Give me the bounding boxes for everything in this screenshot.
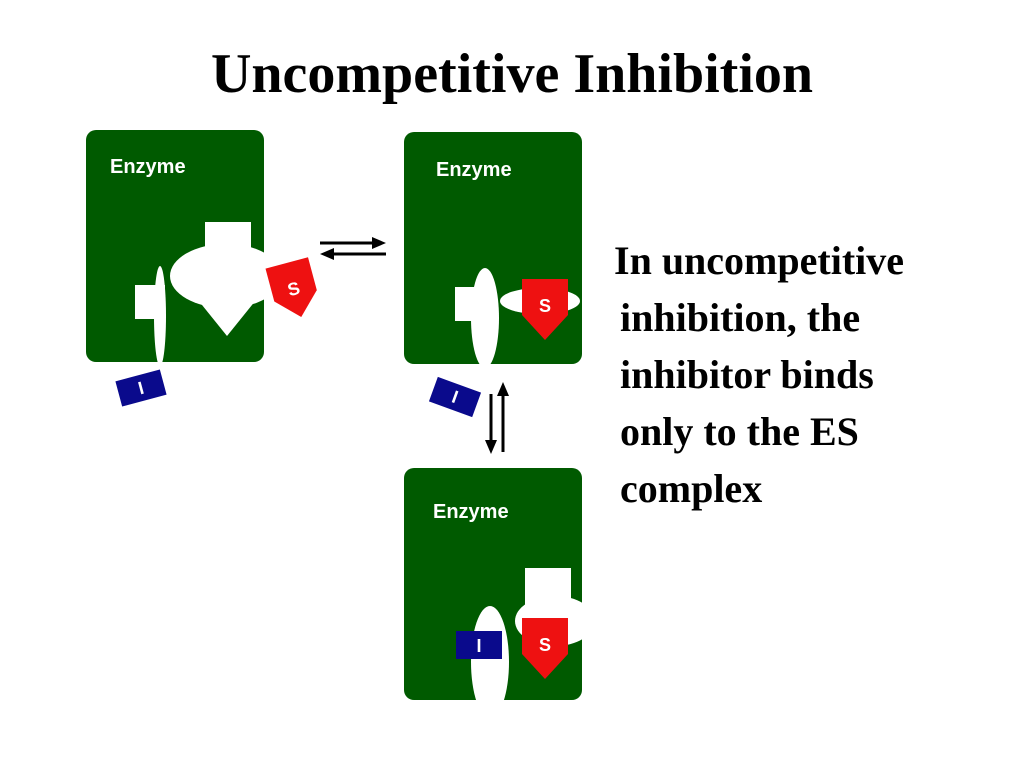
enzyme-label: Enzyme (436, 159, 512, 181)
substrate-free: S (265, 257, 317, 318)
substrate-bound: S (522, 279, 568, 340)
substrate-label: S (539, 296, 551, 316)
enzyme-panel-free: Enzyme (86, 130, 282, 366)
substrate-bound: S (522, 618, 568, 679)
inhibitor-site-slot (471, 268, 499, 368)
enzyme-label: Enzyme (110, 156, 186, 178)
substrate-shape (522, 618, 568, 679)
explanation-text: In uncompetitive inhibition, the inhibit… (614, 232, 1014, 517)
active-site-point (198, 300, 256, 336)
substrate-shape (265, 257, 317, 318)
inhibitor-label: I (476, 636, 481, 656)
inhibitor-site-slot (154, 266, 166, 366)
inhibitor-free: I (112, 367, 170, 409)
substrate-label: S (539, 635, 551, 655)
enzyme-panel-esi-complex: Enzyme (404, 468, 595, 718)
explanation-line: only to the ES (620, 409, 859, 454)
substrate-label: S (285, 278, 302, 300)
equilibrium-arrow-vertical (485, 382, 509, 454)
inhibitor-bound: I (456, 631, 502, 659)
inhibitor-site-slot (471, 606, 509, 718)
explanation-line: inhibition, the (620, 295, 861, 340)
inhibitor-label: I (136, 378, 146, 399)
inhibitor-shape (426, 374, 484, 420)
enzyme-label: Enzyme (433, 501, 509, 523)
substrate-shape (522, 279, 568, 340)
explanation-line: complex (620, 466, 763, 511)
enzyme-panel-es-complex: Enzyme (404, 132, 582, 368)
equilibrium-arrow-horizontal (320, 237, 386, 260)
explanation-line: inhibitor binds (620, 352, 874, 397)
inhibitor-label: I (449, 387, 461, 408)
inhibitor-shape (112, 367, 170, 409)
active-site-pocket (170, 244, 282, 308)
inhibitor-shape (456, 631, 502, 659)
inhibitor-approaching: I (426, 374, 484, 420)
explanation-line: In uncompetitive (614, 238, 904, 283)
slide-title: Uncompetitive Inhibition (210, 43, 814, 105)
